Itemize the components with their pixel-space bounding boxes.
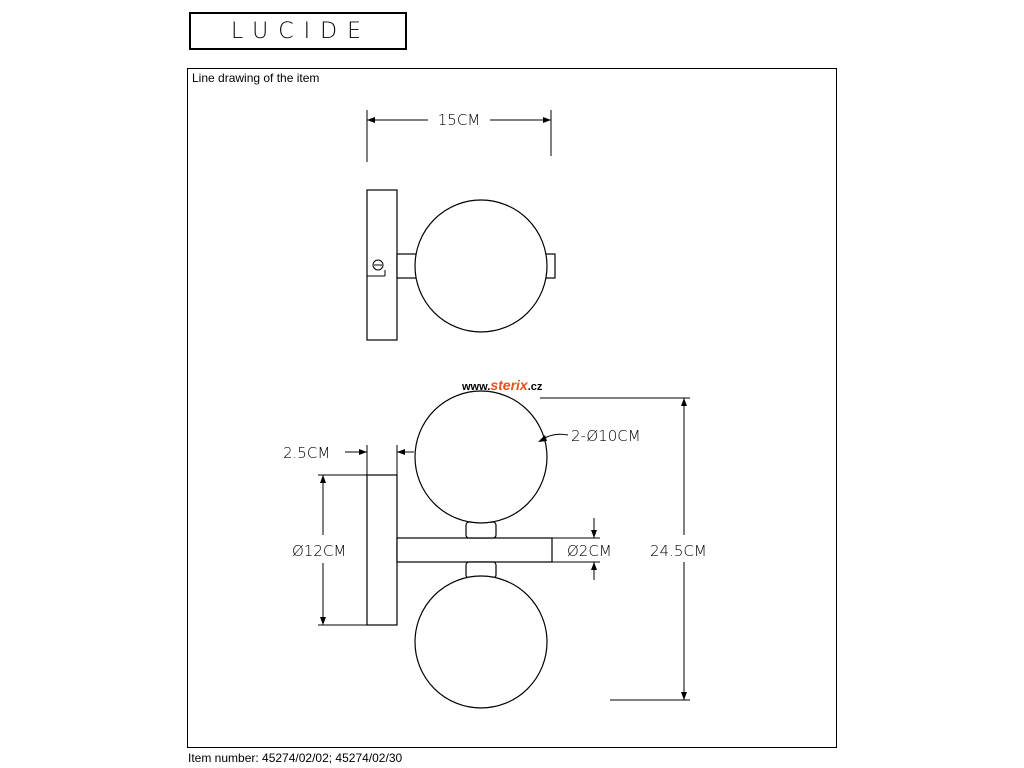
dim-2-arrow-bottom: [591, 562, 597, 570]
upper-globe: [414, 390, 548, 524]
watermark-prefix: www.: [461, 381, 490, 393]
upper-connector: [465, 521, 497, 539]
screw-icon: [372, 259, 384, 271]
front-view: 2.5CM Ø12CM 2-Ø10CM Ø2CM 24.5CM: [283, 390, 707, 709]
frame-title: Line drawing of the item: [192, 71, 320, 85]
svg-text:www.sterix.cz: www.sterix.cz: [461, 377, 543, 393]
dim-2-label: Ø2CM: [567, 542, 612, 560]
watermark: www.sterix.cz: [461, 377, 543, 393]
front-wall-plate: [366, 474, 398, 626]
dim-15-right-arrow: [543, 117, 551, 123]
dim-25-label: 2.5CM: [283, 444, 330, 462]
dim-15-label: 15CM: [438, 111, 481, 129]
dim-12-arrow-bottom: [320, 617, 326, 625]
logo-text: LUCIDE: [231, 18, 371, 44]
lower-globe: [414, 575, 548, 709]
dim-245-arrow-bottom: [681, 692, 687, 700]
dim-25-arrow-left: [359, 449, 367, 455]
dim-2-arrow-top: [591, 530, 597, 538]
top-view: 15CM: [366, 110, 556, 341]
lucide-logo: LUCIDE: [189, 12, 407, 50]
front-arm: [396, 537, 553, 563]
dim-15-left-arrow: [367, 117, 375, 123]
dim-12-arrow-top: [320, 475, 326, 483]
dim-25-arrow-right: [397, 449, 405, 455]
drawing-frame: [187, 68, 837, 748]
dim-245-arrow-top: [681, 398, 687, 406]
item-number: Item number: 45274/02/02; 45274/02/30: [188, 751, 403, 765]
watermark-suffix: .cz: [528, 381, 543, 393]
top-globe: [414, 199, 548, 333]
dim-10-arrow: [538, 435, 547, 442]
dim-10-label: 2-Ø10CM: [571, 427, 641, 445]
dim-245-label: 24.5CM: [650, 542, 707, 560]
dim-12-label: Ø12CM: [292, 542, 346, 560]
watermark-brand: sterix: [490, 377, 529, 393]
